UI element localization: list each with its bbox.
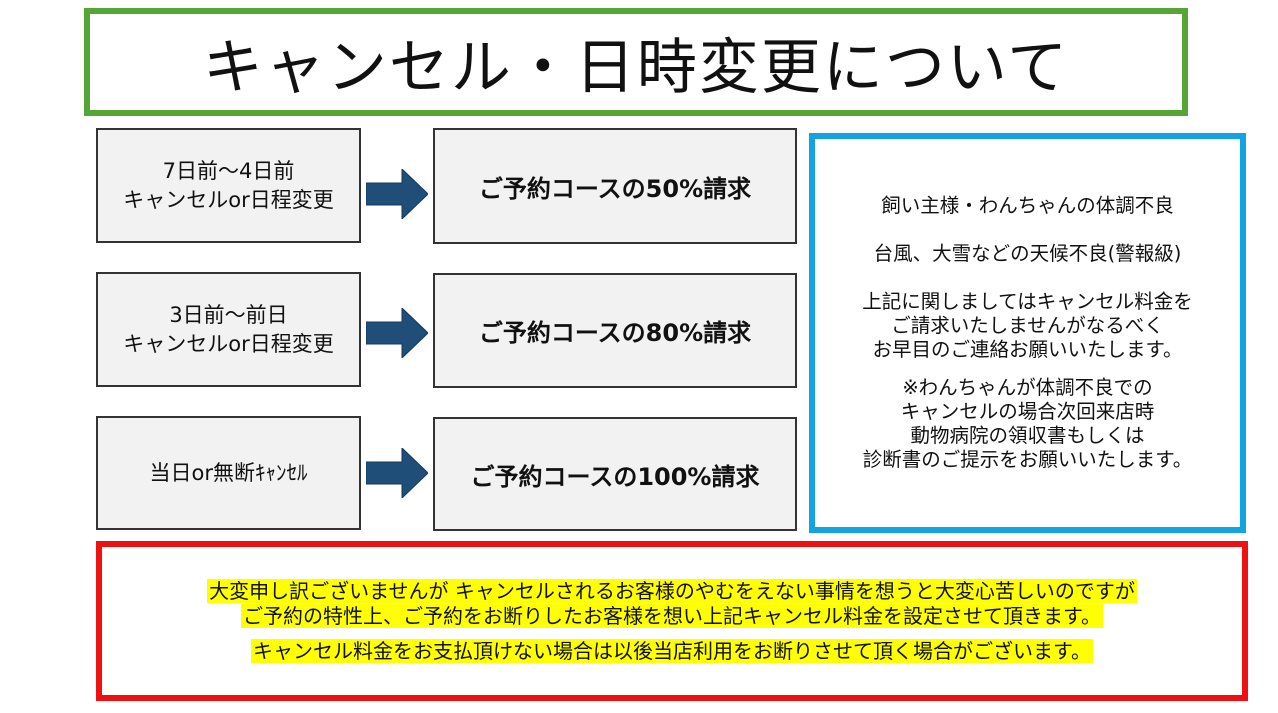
- charge-label: ご予約コースの80%請求: [478, 319, 752, 347]
- period-label: 7日前～4日前: [162, 158, 295, 183]
- period-action: キャンセルor日程変更: [123, 331, 334, 356]
- warning-line: ご予約の特性上、ご予約をお断りしたお客様を想い上記キャンセル料金を設定させて頂き…: [241, 603, 1103, 628]
- warning-box: 大変申し訳ございませんが キャンセルされるお客様のやむをえない事情を想うと大変心…: [96, 541, 1248, 701]
- note-line: 動物病院の領収書もしくは: [910, 424, 1145, 447]
- charge-box-100: ご予約コースの100%請求: [433, 417, 797, 531]
- period-box-sameday: 当日or無断ｷｬﾝｾﾙ: [96, 416, 361, 530]
- warning-line: 大変申し訳ございませんが キャンセルされるお客様のやむをえない事情を想うと大変心…: [207, 578, 1137, 603]
- note-line: ご請求いたしませんがなるべく: [891, 314, 1164, 337]
- period-action: キャンセルor日程変更: [123, 187, 334, 212]
- period-label: 3日前～前日: [169, 302, 288, 327]
- note-line: お早目のご連絡お願いいたします。: [872, 338, 1183, 361]
- right-arrow-icon: [366, 448, 428, 498]
- note-line: キャンセルの場合次回来店時: [900, 400, 1155, 423]
- period-box-3to1: 3日前～前日 キャンセルor日程変更: [96, 272, 361, 387]
- period-label: 当日or無断ｷｬﾝｾﾙ: [149, 460, 308, 485]
- right-arrow-icon: [366, 308, 428, 358]
- note-line: 上記に関しましてはキャンセル料金を: [862, 290, 1193, 313]
- exemption-note-box: 飼い主様・わんちゃんの体調不良 台風、大雪などの天候不良(警報級) 上記に関しま…: [809, 133, 1246, 533]
- note-line: 飼い主様・わんちゃんの体調不良: [881, 194, 1174, 217]
- note-line: 診断書のご提示をお願いいたします。: [862, 448, 1193, 471]
- page-title: キャンセル・日時変更について: [202, 32, 1070, 103]
- charge-box-80: ご予約コースの80%請求: [433, 273, 797, 388]
- charge-label: ご予約コースの100%請求: [470, 462, 760, 491]
- charge-box-50: ご予約コースの50%請求: [433, 128, 797, 244]
- period-box-7to4: 7日前～4日前 キャンセルor日程変更: [96, 128, 361, 243]
- note-line: ※わんちゃんが体調不良での: [902, 376, 1153, 399]
- warning-line: キャンセル料金をお支払頂けない場合は以後当店利用をお断りさせて頂く場合がございま…: [251, 638, 1093, 663]
- note-line: 台風、大雪などの天候不良(警報級): [873, 242, 1182, 265]
- charge-label: ご予約コースの50%請求: [478, 174, 752, 203]
- title-box: キャンセル・日時変更について: [84, 8, 1188, 116]
- right-arrow-icon: [366, 169, 428, 219]
